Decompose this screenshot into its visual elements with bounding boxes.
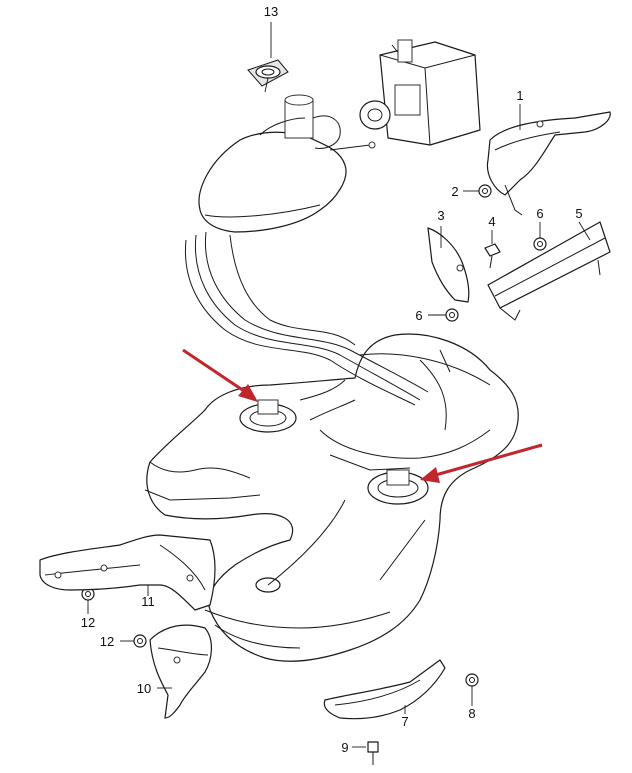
part-1-heat-shield xyxy=(486,104,611,216)
part-13-seal xyxy=(247,22,289,93)
red-arrow-icon xyxy=(420,443,543,483)
part-5-rail xyxy=(487,221,611,321)
callout-6-lower: 6 xyxy=(415,308,422,323)
callout-13: 13 xyxy=(264,4,278,19)
part-10-heat-shield xyxy=(149,624,212,719)
callout-12-upper: 12 xyxy=(81,615,95,630)
callout-11: 11 xyxy=(141,594,155,609)
callout-5: 5 xyxy=(575,206,582,221)
callout-1: 1 xyxy=(516,88,523,103)
fasteners xyxy=(81,184,547,765)
callout-9: 9 xyxy=(341,740,348,755)
fuel-tank xyxy=(144,333,519,662)
callout-7: 7 xyxy=(401,714,408,729)
callout-8: 8 xyxy=(468,706,475,721)
part-3-bracket xyxy=(427,226,470,303)
part-7-lower-shield xyxy=(323,659,446,720)
callout-4: 4 xyxy=(488,214,495,229)
callout-3: 3 xyxy=(437,208,444,223)
callout-6-upper: 6 xyxy=(536,206,543,221)
charcoal-canister xyxy=(198,94,376,233)
callout-10: 10 xyxy=(137,681,151,696)
callout-12-lower: 12 xyxy=(100,634,114,649)
part-11-heat-shield xyxy=(39,534,216,611)
callout-2: 2 xyxy=(451,184,458,199)
fuel-lines xyxy=(184,231,429,421)
valve-assembly xyxy=(359,39,481,146)
red-arrow-icon xyxy=(182,348,258,402)
